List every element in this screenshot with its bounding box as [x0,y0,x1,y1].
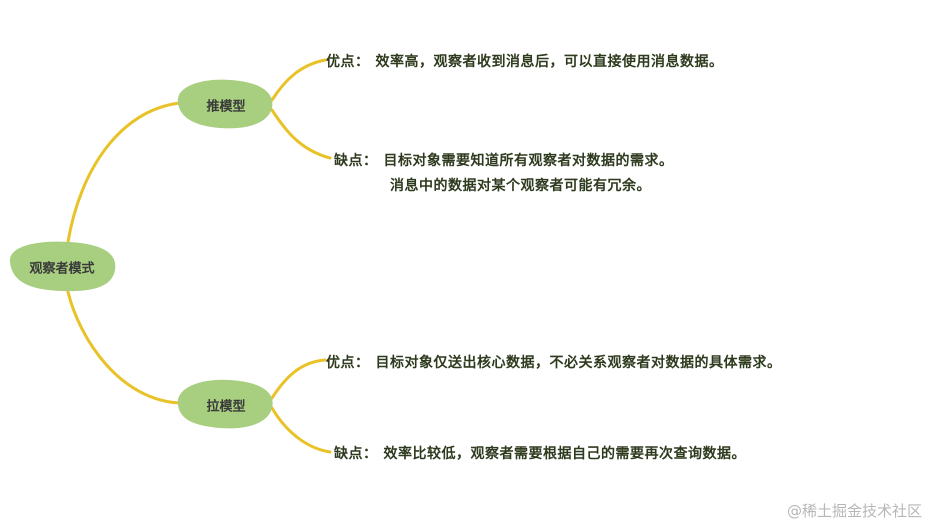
pull-cons: 缺点： 效率比较低，观察者需要根据自己的需要再次查询数据。 [334,443,746,463]
pull-cons-label: 缺点： [334,446,378,462]
pull-pros-label: 优点： [326,355,370,371]
pull-pros-text: 目标对象仅送出核心数据，不必关系观察者对数据的具体需求。 [375,355,782,371]
watermark: @稀土掘金技术社区 [786,502,922,520]
branch-pull-to-pros [270,358,327,400]
branch-push-to-pros [270,58,327,102]
push-pros-label: 优点： [326,54,370,70]
root-node-label: 观察者模式 [29,261,95,277]
push-pros: 优点： 效率高，观察者收到消息后，可以直接使用消息数据。 [326,51,724,71]
branch-root-to-pull [66,290,182,405]
pull-cons-text: 效率比较低，观察者需要根据自己的需要再次查询数据。 [383,446,746,462]
root-node-shape [9,241,116,292]
branch-root-to-push [66,101,182,244]
push-pros-text: 效率高，观察者收到消息后，可以直接使用消息数据。 [375,54,724,70]
push-node-shape [177,79,273,129]
push-node-label: 推模型 [206,99,246,115]
push-cons-line2: 消息中的数据对某个观察者可能有冗余。 [390,178,651,194]
pull-node-label: 拉模型 [206,399,246,415]
pull-pros: 优点： 目标对象仅送出核心数据，不必关系观察者对数据的具体需求。 [326,352,782,372]
branch-push-to-cons [270,108,332,160]
pull-node-shape [177,379,273,429]
push-cons-label: 缺点： [334,153,378,169]
push-cons-line1: 目标对象需要知道所有观察者对数据的需求。 [383,153,674,169]
branch-pull-to-cons [270,406,332,454]
push-cons: 缺点： 目标对象需要知道所有观察者对数据的需求。 [334,150,674,170]
